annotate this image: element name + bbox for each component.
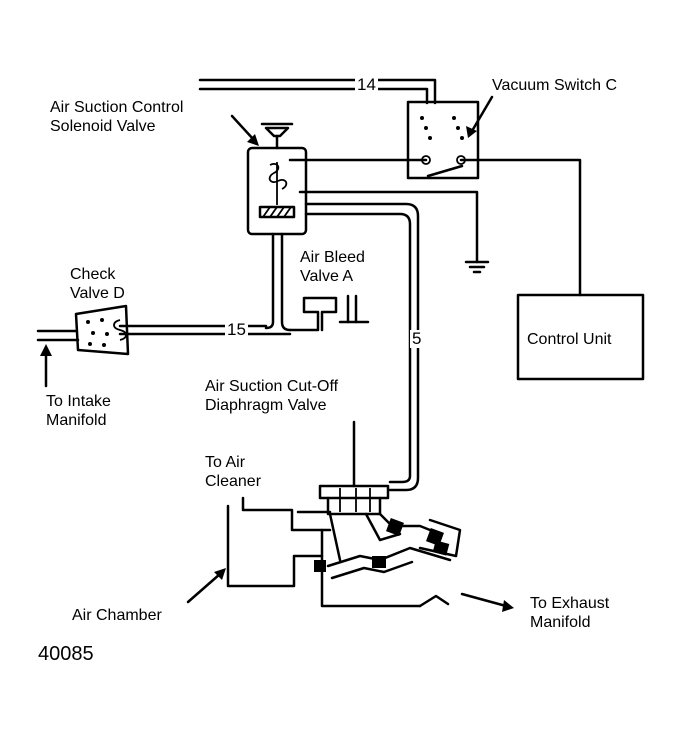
valve-body xyxy=(314,512,462,608)
vacuum-switch-arrow xyxy=(470,95,494,133)
control-unit-label: Control Unit xyxy=(527,331,612,348)
air-cleaner-pipe xyxy=(241,496,332,532)
hose-15-number: 15 xyxy=(225,320,248,339)
diaphragm-valve xyxy=(296,420,390,516)
control-unit xyxy=(516,293,645,381)
hose-15 xyxy=(118,324,292,336)
solenoid-valve xyxy=(246,122,308,236)
wire-switch-to-control xyxy=(459,158,582,297)
solenoid-arrow xyxy=(230,114,256,142)
hose-solenoid-down xyxy=(264,232,275,330)
air-chamber xyxy=(226,504,422,608)
air-chamber-arrow xyxy=(186,572,222,604)
hose-5-number: 5 xyxy=(410,329,424,348)
vacuum-switch-c xyxy=(406,100,480,180)
figure-number: 40085 xyxy=(38,643,94,665)
air-chamber-label: Air Chamber xyxy=(72,607,162,624)
hose-14-number: 14 xyxy=(355,75,378,94)
vacuum-switch-label: Vacuum Switch C xyxy=(492,77,618,94)
hose-14 xyxy=(198,78,437,105)
wire-to-ground xyxy=(298,190,479,264)
check-valve-d xyxy=(74,304,130,356)
exhaust-arrow xyxy=(460,592,508,608)
air-bleed-valve-a xyxy=(288,294,370,332)
ground-icon xyxy=(464,260,490,274)
hose-5 xyxy=(304,202,420,492)
